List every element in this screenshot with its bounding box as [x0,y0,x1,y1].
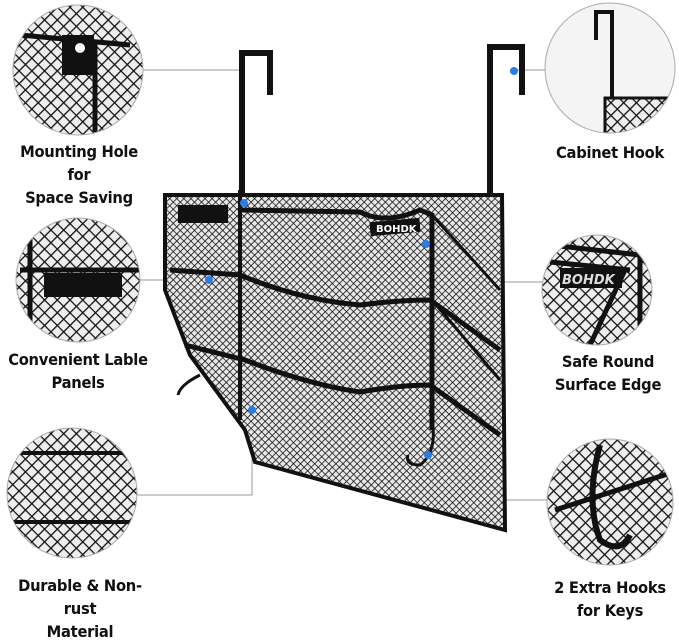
feature-label-extra-hooks: 2 Extra Hooks for Keys [546,576,675,622]
label-line: Convenient Lable [8,350,148,369]
feature-markers [205,67,518,459]
detail-mounting-hole [13,5,143,135]
label-line: Space Saving [25,188,133,207]
feature-label-material: Durable & Non-rust Material [6,574,153,643]
label-line: for Keys [576,601,644,620]
label-line: Surface Edge [554,375,662,394]
label-line: Mounting Hole for [20,142,138,184]
feature-label-label-panels: Convenient Lable Panels [6,348,150,394]
detail-cabinet-hook [545,3,675,133]
detail-mesh-material [7,428,137,558]
label-line: Durable & Non-rust [18,576,142,618]
wall-file-organizer [163,190,508,533]
label-line: Panels [51,373,105,392]
brand-logo: BOHDK [376,224,418,235]
feature-label-round-edge: Safe Round Surface Edge [545,350,670,396]
detail-round-edge: BOHDK [542,235,652,345]
label-line: 2 Extra Hooks [554,578,666,597]
label-line: Cabinet Hook [556,143,664,162]
brand-logo-detail: BOHDK [562,273,616,288]
feature-label-cabinet-hook: Cabinet Hook [546,141,675,164]
connector-lines [137,69,547,501]
label-line: Material [46,622,114,641]
feature-label-mounting-hole: Mounting Hole for Space Saving [6,140,151,209]
product-illustration: BOHDK BOHDK [6,2,676,566]
cabinet-hooks [239,44,525,195]
label-line: Safe Round [561,352,655,371]
detail-label-panel [16,218,140,342]
detail-extra-hooks [547,439,673,565]
